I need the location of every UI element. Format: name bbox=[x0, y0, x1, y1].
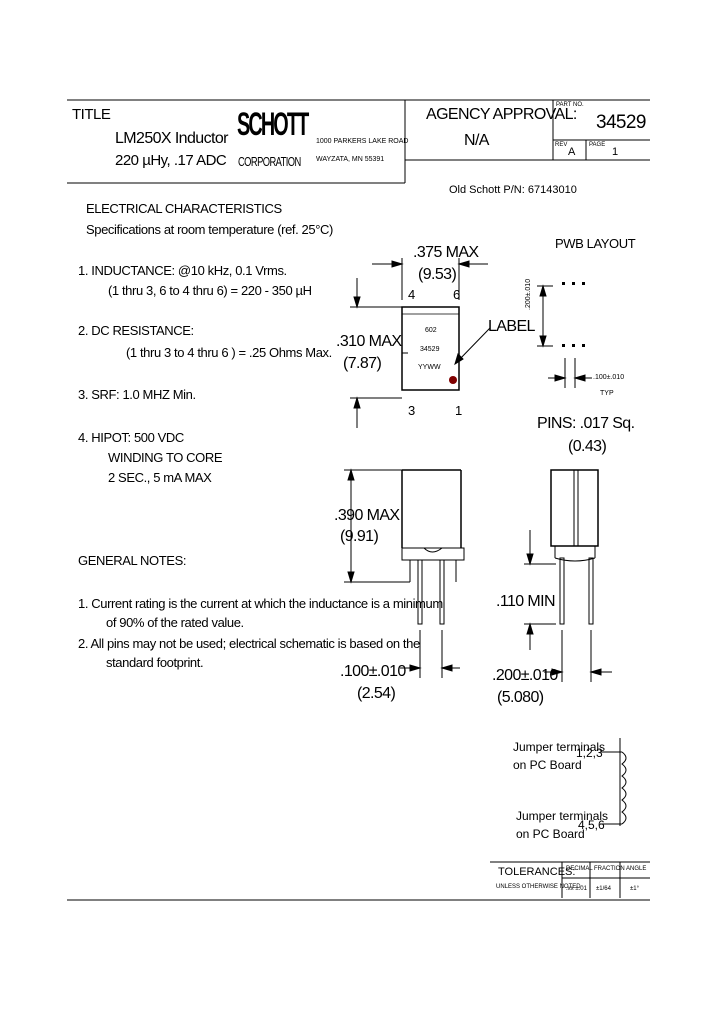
tolerances-label: TOLERANCES: bbox=[498, 866, 576, 878]
jumper-bottom-line1: Jumper terminals bbox=[516, 809, 609, 823]
note-2-line1: 2. All pins may not be used; electrical … bbox=[78, 636, 420, 651]
note-1-line1: 1. Current rating is the current at whic… bbox=[78, 596, 443, 611]
old-part-number: Old Schott P/N: 67143010 bbox=[449, 184, 577, 196]
schott-logo: SCHOTT bbox=[237, 106, 309, 142]
pin-1-label: 1 bbox=[455, 403, 462, 418]
address-line1: 1000 PARKERS LAKE ROAD bbox=[316, 138, 409, 145]
height-mm-label: (9.91) bbox=[340, 528, 379, 545]
label-callout: LABEL bbox=[488, 318, 535, 335]
tol-fraction-value: ±1/64 bbox=[596, 886, 611, 892]
hipot-spec: 4. HIPOT: 500 VDC bbox=[78, 430, 184, 445]
inductance-spec: 1. INDUCTANCE: @10 kHz, 0.1 Vrms. bbox=[78, 263, 287, 278]
note-1-line2: of 90% of the rated value. bbox=[106, 615, 244, 630]
pwb-layout-title: PWB LAYOUT bbox=[555, 236, 636, 251]
pins-size-label: PINS: .017 Sq. bbox=[537, 415, 635, 432]
notes-heading: GENERAL NOTES: bbox=[78, 553, 187, 568]
tol-decimal-header: DECIMAL bbox=[566, 866, 593, 872]
page-label: PAGE bbox=[589, 142, 606, 148]
pins-bottom-label: 4,5,6 bbox=[578, 818, 605, 832]
pwb-pitch-label: .200±.010 bbox=[525, 278, 532, 310]
hipot-condition: WINDING TO CORE bbox=[108, 450, 223, 465]
specs-subheading: Specifications at room temperature (ref.… bbox=[86, 222, 333, 237]
side-pitch-mm: (5.080) bbox=[497, 689, 544, 706]
page-value: 1 bbox=[612, 146, 619, 158]
agency-value: N/A bbox=[464, 132, 489, 149]
dcr-value: (1 thru 3 to 4 thru 6 ) = .25 Ohms Max. bbox=[126, 345, 332, 360]
tolerances-sub: UNLESS OTHERWISE NOTED bbox=[496, 884, 581, 890]
front-pitch-mm: (2.54) bbox=[357, 685, 396, 702]
tol-decimal-value: .xx ±.01 bbox=[566, 886, 587, 892]
specs-heading: ELECTRICAL CHARACTERISTICS bbox=[86, 201, 282, 216]
lead-min-label: .110 MIN bbox=[496, 593, 556, 610]
product-name: LM250X Inductor bbox=[115, 130, 228, 147]
pins-top-label: 1,2,3 bbox=[576, 746, 603, 760]
jumper-top-line2: on PC Board bbox=[513, 758, 582, 772]
pins-size-mm: (0.43) bbox=[568, 438, 607, 455]
title-label: TITLE bbox=[72, 106, 111, 123]
dcr-spec: 2. DC RESISTANCE: bbox=[78, 323, 194, 338]
address-line2: WAYZATA, MN 55391 bbox=[316, 156, 385, 163]
hipot-limit: 2 SEC., 5 mA MAX bbox=[108, 470, 212, 485]
tol-angle-value: ±1° bbox=[630, 886, 640, 892]
tol-fraction-header: FRACTION bbox=[594, 866, 625, 872]
rev-value: A bbox=[568, 146, 576, 158]
jumper-bottom-line2: on PC Board bbox=[516, 827, 585, 841]
depth-max-label: .310 MAX bbox=[336, 333, 402, 350]
pin-3-label: 3 bbox=[408, 403, 415, 418]
pwb-hole-label: .100±.010 bbox=[593, 374, 625, 381]
pin1-dot bbox=[449, 376, 457, 384]
front-pitch-label: .100±.010 bbox=[340, 663, 406, 680]
pin-4-label: 4 bbox=[408, 287, 415, 302]
jumper-top-line1: Jumper terminals bbox=[513, 740, 606, 754]
pin-6-label: 6 bbox=[453, 287, 460, 302]
tol-angle-header: ANGLE bbox=[626, 866, 647, 872]
corporation-text: CORPORATION bbox=[238, 154, 301, 169]
part-number: 34529 bbox=[596, 112, 646, 133]
marking-line2: 34529 bbox=[420, 346, 440, 353]
marking-line1: 602 bbox=[425, 327, 437, 334]
note-2-line2: standard footprint. bbox=[106, 655, 204, 670]
coil-symbol bbox=[621, 751, 627, 825]
product-rating: 220 µHy, .17 ADC bbox=[115, 152, 227, 169]
depth-mm-label: (7.87) bbox=[343, 355, 382, 372]
width-mm-label: (9.53) bbox=[418, 266, 457, 283]
rev-label: REV bbox=[555, 142, 568, 148]
srf-spec: 3. SRF: 1.0 MHZ Min. bbox=[78, 387, 196, 402]
marking-line3: YYWW bbox=[418, 364, 441, 371]
component-top-outline bbox=[401, 306, 460, 391]
pwb-typ-label: TYP bbox=[600, 390, 614, 397]
agency-label: AGENCY APPROVAL: bbox=[426, 106, 577, 123]
side-pitch-label: .200±.010 bbox=[492, 667, 558, 684]
inductance-value: (1 thru 3, 6 to 4 thru 6) = 220 - 350 µH bbox=[108, 283, 312, 298]
part-label: PART NO. bbox=[556, 102, 584, 108]
height-max-label: .390 MAX bbox=[334, 507, 400, 524]
width-max-label: .375 MAX bbox=[413, 244, 479, 261]
